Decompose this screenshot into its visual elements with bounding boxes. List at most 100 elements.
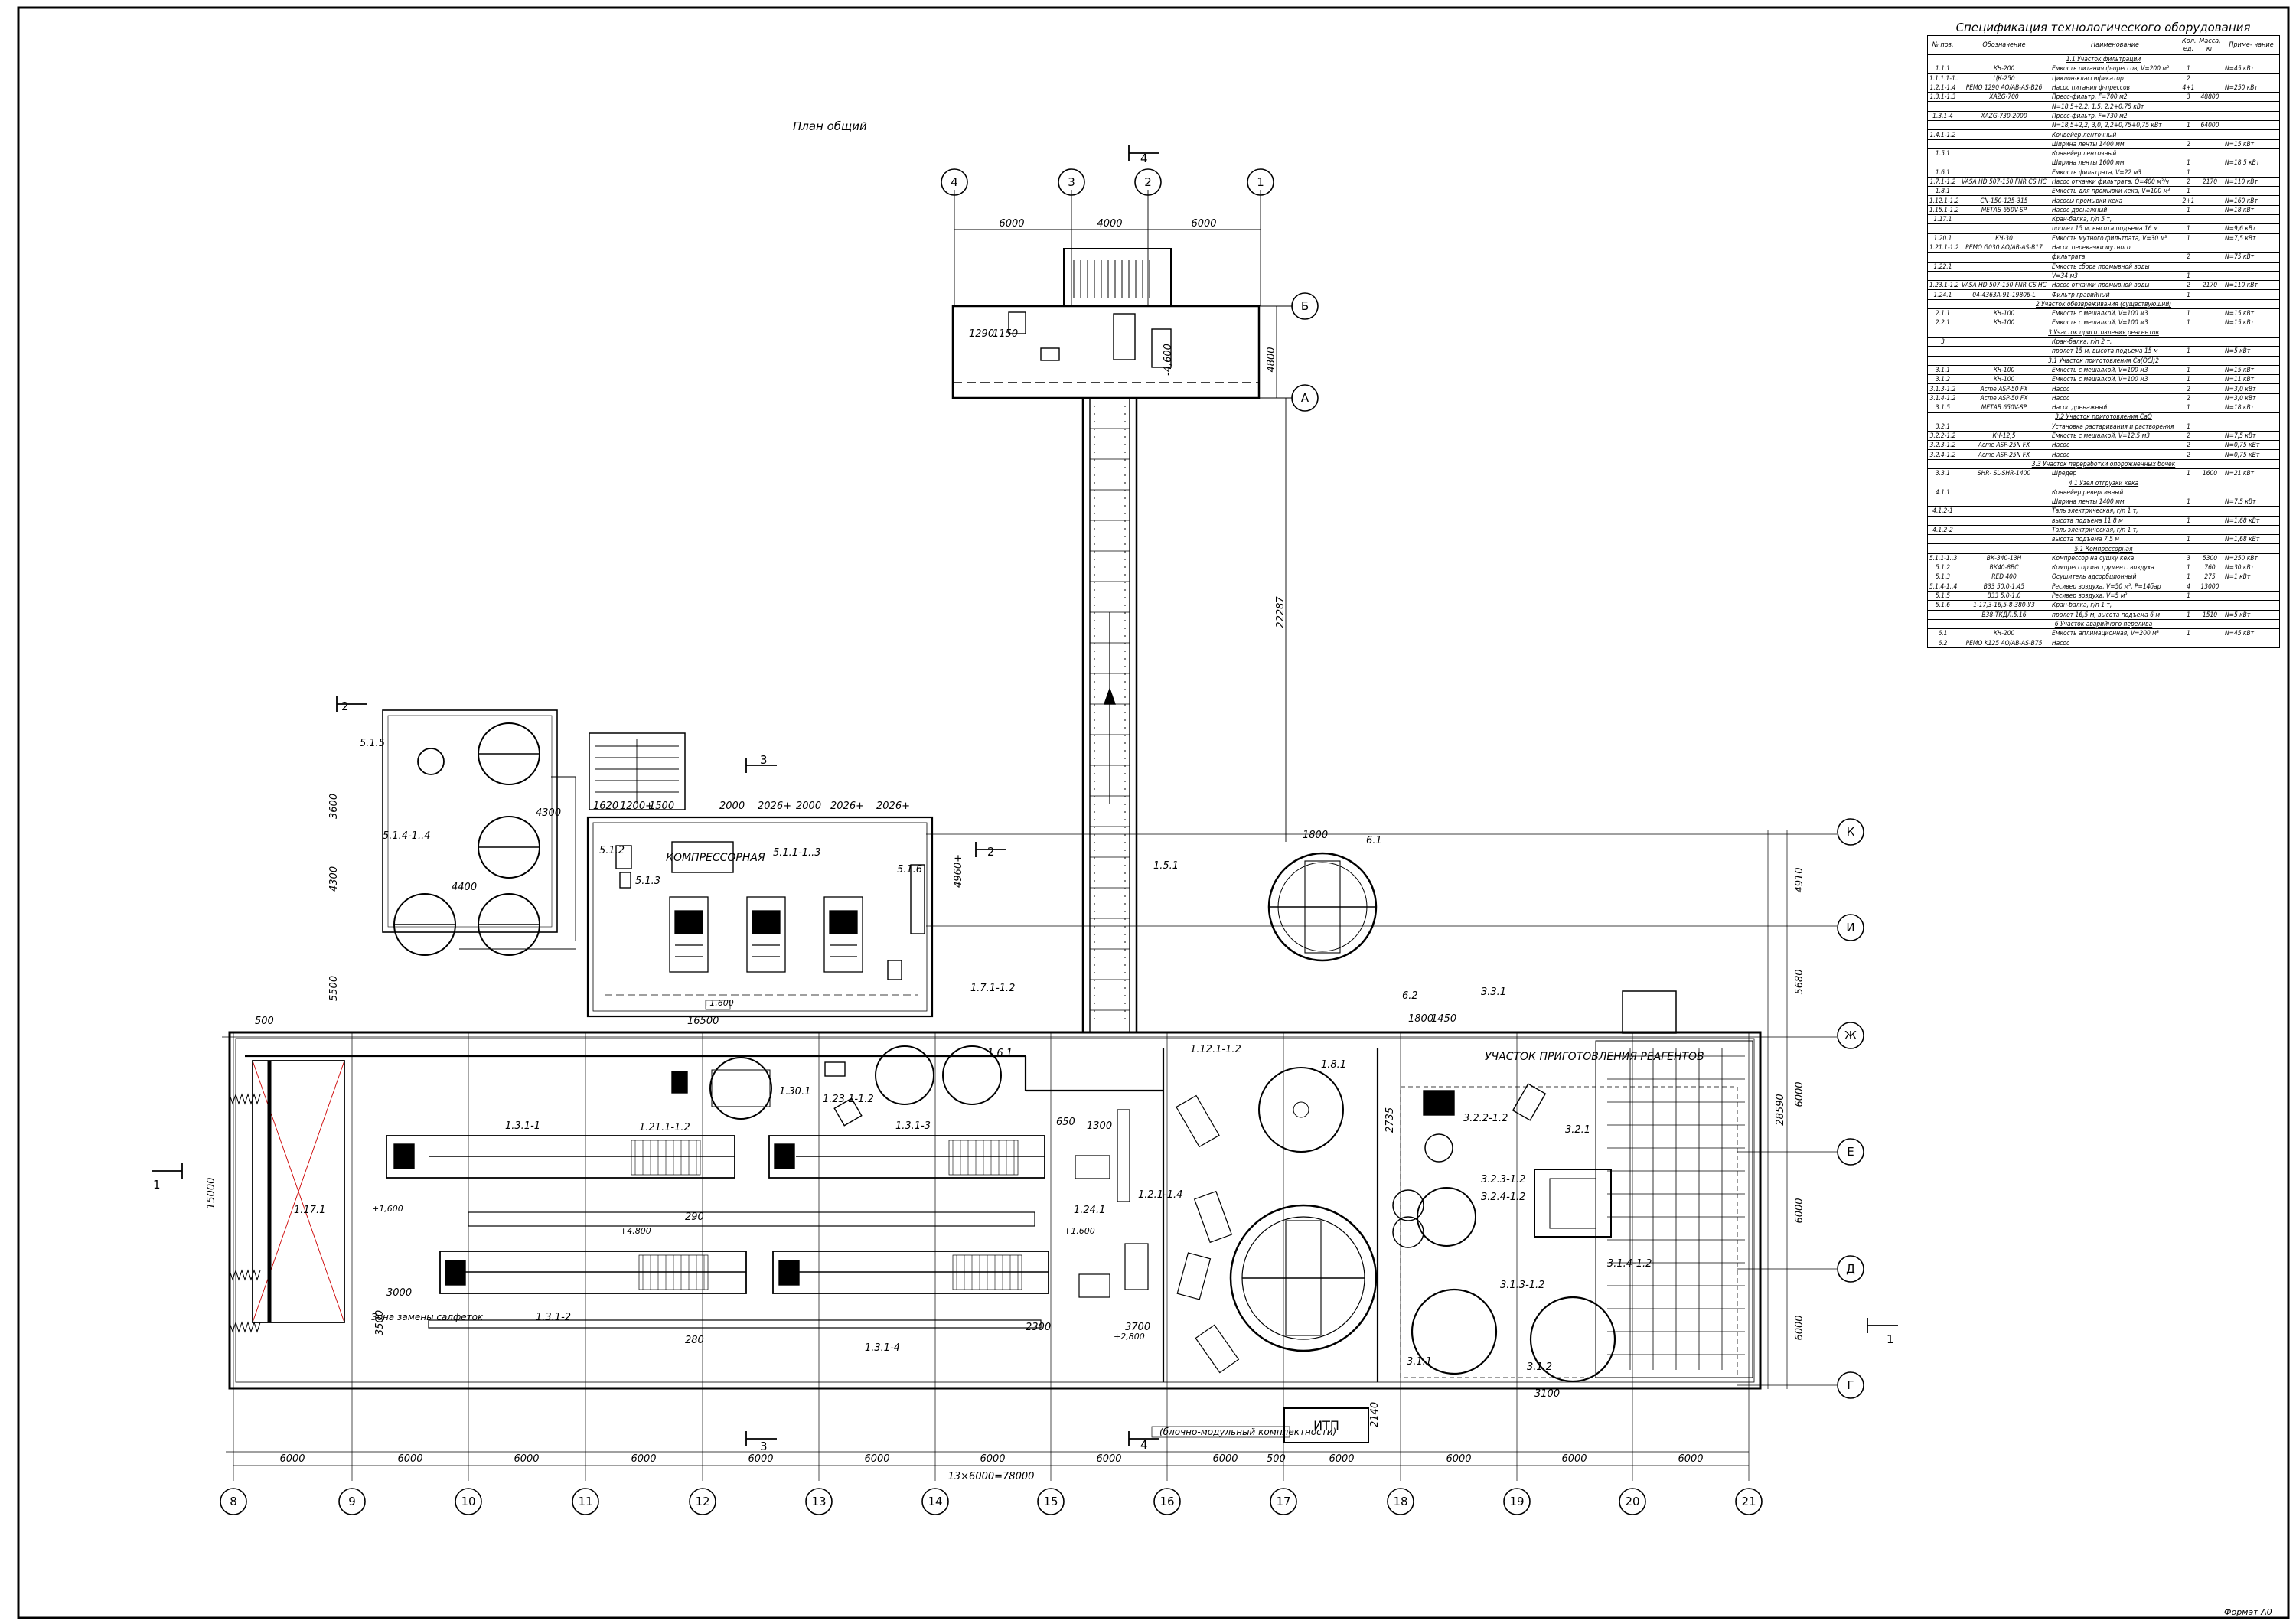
spec-cell-note: N=110 кВт [2223, 280, 2280, 291]
dim-1150: 1150 [993, 328, 1018, 340]
label-1-6-1: 1.6.1 [987, 1048, 1013, 1059]
spec-cell-qty: 1 [2180, 563, 2197, 573]
spec-cell-mass [2197, 383, 2223, 394]
label-3-1-4: 3.1.4-1.2 [1607, 1258, 1652, 1270]
dim-4960: 4960+ [953, 854, 964, 888]
spec-cell-note [2223, 506, 2280, 517]
spec-cell-pos: 5.1.1-1..3 [1927, 553, 1958, 564]
spec-cell-name: Насос [2050, 638, 2180, 648]
pump-1-23-1 [833, 1097, 863, 1127]
format-label: Формат А0 [2224, 1607, 2272, 1617]
spec-cell-mass [2197, 449, 2223, 460]
spec-cell-designation: КЧ-100 [1958, 364, 2050, 376]
spec-cell-note [2223, 524, 2280, 536]
elev-4800: +4,800 [620, 1226, 651, 1236]
spec-cell-pos: 4.1.1 [1927, 487, 1958, 497]
axis-bubbles-top [941, 168, 1319, 412]
spec-cell-qty: 1 [2180, 223, 2197, 234]
spec-cell-note: N=3,0 кВт [2223, 383, 2280, 394]
dim-top-3: 6000 [1191, 218, 1216, 230]
spec-cell-pos: 1.3.1-4 [1927, 110, 1958, 122]
spec-cell-name: Ширина ленты 1400 мм [2050, 139, 2180, 149]
label-3-1-2: 3.1.2 [1527, 1361, 1552, 1373]
axis-14: 14 [928, 1495, 942, 1508]
spec-cell-note: N=15 кВт [2223, 364, 2280, 376]
spec-section-title: 4.1 Узел отгрузки кека [1927, 478, 2280, 488]
axis-A: А [1301, 391, 1309, 405]
spec-cell-mass [2197, 308, 2223, 319]
spec-cell-note: N=110 кВт [2223, 176, 2280, 188]
belt-conveyors-1-4-1 [428, 1211, 1042, 1329]
spec-cell-mass [2197, 195, 2223, 206]
spec-cell-pos [1927, 515, 1958, 526]
spec-cell-note: N=160 кВт [2223, 195, 2280, 206]
spec-cell-mass [2197, 496, 2223, 507]
label-5-1-6: 5.1.6 [897, 864, 922, 876]
spec-cell-mass [2197, 252, 2223, 263]
spec-cell-note [2223, 289, 2280, 300]
spec-section-row: 1.1 Участок фильтрации [1927, 54, 2280, 65]
spec-cell-qty: 2 [2180, 430, 2197, 442]
spec-cell-designation [1958, 120, 2050, 131]
spec-cell-note: N=1,68 кВт [2223, 534, 2280, 545]
spec-cell-mass [2197, 374, 2223, 385]
spec-cell-name: Ресивер воздуха, V=5 м³ [2050, 590, 2180, 602]
spec-cell-name: Кран-балка, г/п 1 т, [2050, 600, 2180, 611]
spec-cell-pos: 1.15.1-1.2 [1927, 204, 1958, 216]
spec-cell-name: Насос дренажный [2050, 402, 2180, 413]
spec-cell-designation: ЦК-250 [1958, 73, 2050, 83]
spec-cell-qty: 1 [2180, 308, 2197, 319]
spec-cell-name: Конвейер реверсивный [2050, 487, 2180, 497]
spec-cell-designation [1958, 534, 2050, 545]
spec-cell-mass [2197, 270, 2223, 282]
spec-cell-designation: КЧ-100 [1958, 308, 2050, 319]
label-5-1-2: 5.1.2 [599, 845, 625, 856]
spec-cell-designation [1958, 101, 2050, 112]
dim-2735: 2735 [1384, 1107, 1396, 1133]
dim-1800-b: 1800 [1408, 1013, 1433, 1025]
spec-cell-qty [2180, 110, 2197, 122]
compressor-5-1-1-2 [746, 896, 786, 973]
spec-cell-name: Емкость для промывки кека, V=100 м³ [2050, 186, 2180, 197]
spec-cell-note [2223, 120, 2280, 131]
spec-cell-designation: РЕМО K125 AO/AB-AS-B75 [1958, 638, 2050, 648]
spec-cell-note [2223, 590, 2280, 602]
spec-cell-note: N=75 кВт [2223, 252, 2280, 263]
spec-cell-note: N=3,0 кВт [2223, 393, 2280, 403]
spec-cell-mass [2197, 223, 2223, 234]
label-1-8-1: 1.8.1 [1321, 1059, 1346, 1071]
spec-cell-qty: 1 [2180, 496, 2197, 507]
spec-cell-note [2223, 600, 2280, 611]
spec-cell-note: N=15 кВт [2223, 308, 2280, 319]
spec-cell-designation [1958, 336, 2050, 347]
spec-cell-pos: 1.2.1-1.4 [1927, 82, 1958, 93]
spec-cell-name: Насос [2050, 393, 2180, 403]
spec-cell-qty: 1 [2180, 158, 2197, 168]
reagent-section [1392, 1040, 1753, 1383]
label-1-12-1: 1.12.1-1.2 [1190, 1044, 1241, 1055]
spec-cell-pos: 5.1.3 [1927, 572, 1958, 582]
label-3-2-4: 3.2.4-1.2 [1481, 1192, 1525, 1203]
dim-2000-b: 2000 [796, 801, 821, 812]
spec-cell-note [2223, 214, 2280, 225]
spec-row: 4.1.1 Конвейер реверсивный [1927, 487, 2280, 497]
spec-cell-designation: В33 50,0-1,45 [1958, 581, 2050, 592]
spec-cell-note: N=5 кВт [2223, 346, 2280, 357]
spec-cell-mass [2197, 590, 2223, 602]
dim-b4: 6000 [631, 1453, 656, 1465]
spec-cell-qty: 1 [2180, 515, 2197, 526]
room-compressor: КОМПРЕССОРНАЯ [666, 852, 765, 864]
receiver-yard [382, 709, 576, 956]
dim-3700: 3700 [1125, 1322, 1150, 1333]
label-1-5-1: 1.5.1 [1153, 860, 1179, 872]
spec-cell-name: Насос откачки фильтрата, Q=400 м³/ч [2050, 176, 2180, 188]
axis-K: К [1847, 825, 1855, 839]
equipment-specification: Спецификация технологического оборудован… [1927, 20, 2280, 648]
